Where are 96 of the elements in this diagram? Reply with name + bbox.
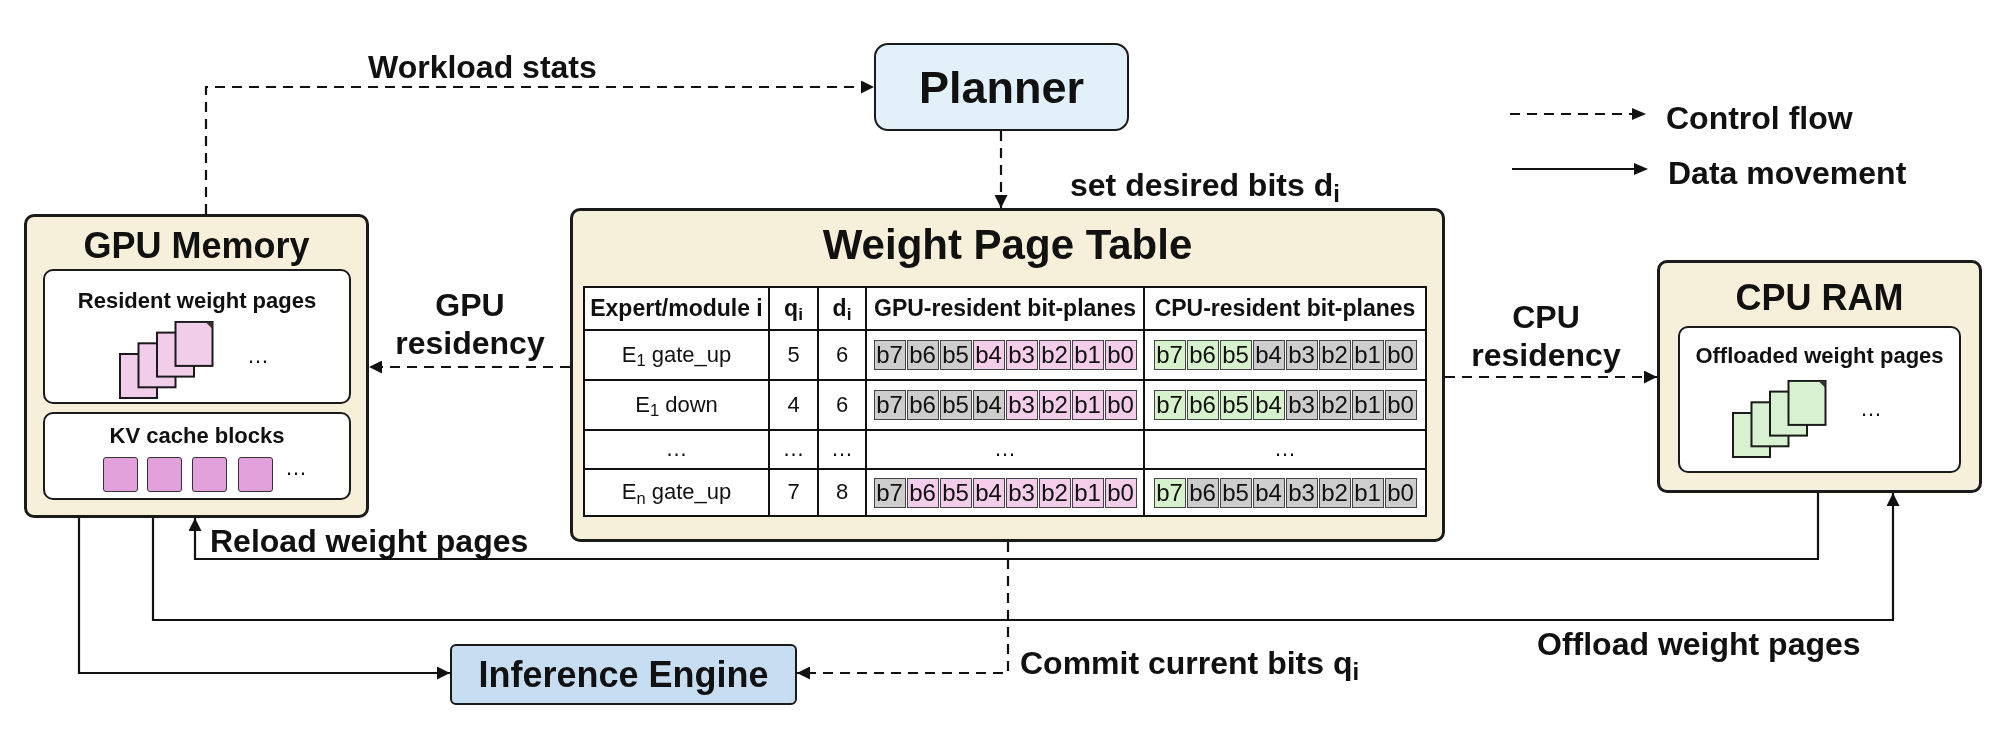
bit-plane-cell: b0 bbox=[1384, 390, 1417, 420]
dashed-arrow bbox=[369, 360, 570, 374]
bit-plane-cell: b0 bbox=[1104, 340, 1137, 370]
engine-box bbox=[450, 644, 797, 705]
bit-plane-cell: b3 bbox=[1285, 340, 1318, 370]
table-header-cell: q$_{i}$ bbox=[769, 287, 818, 330]
bit-plane-cell: b1 bbox=[1351, 340, 1384, 370]
bit-plane-cell: b4 bbox=[1252, 477, 1285, 508]
bit-plane-cell: b7 bbox=[873, 340, 906, 370]
bit-plane-cell: b2 bbox=[1318, 340, 1351, 370]
table-cell: E$_{n}$ gate_up bbox=[584, 469, 769, 516]
table-header-cell: d$_{i}$ bbox=[818, 287, 866, 330]
arrow bbox=[188, 493, 1820, 561]
node-title: Offloaded weight pages bbox=[1695, 343, 1944, 369]
bit-plane-cell: b6 bbox=[1186, 390, 1219, 420]
bit-plane-cell: b1 bbox=[1071, 477, 1104, 508]
arrow bbox=[77, 518, 450, 680]
bit-plane-cell: b6 bbox=[1186, 477, 1219, 508]
table-cell: … bbox=[866, 430, 1144, 469]
arrow bbox=[151, 493, 1900, 622]
dashed-arrow bbox=[204, 80, 874, 214]
ellipsis-text: … bbox=[1860, 398, 1882, 420]
node-title: Planner bbox=[918, 64, 1085, 110]
dashed-arrow bbox=[797, 542, 1010, 680]
table-header-cell: CPU-resident bit-planes bbox=[1144, 287, 1426, 330]
table-cell: 8 bbox=[818, 469, 866, 516]
table-cell: 7 bbox=[769, 469, 818, 516]
table-cell: 4 bbox=[769, 380, 818, 430]
bit-plane-cell: b2 bbox=[1038, 477, 1071, 508]
bit-plane-cell: b1 bbox=[1351, 390, 1384, 420]
bit-plane-cell: b3 bbox=[1005, 390, 1038, 420]
bit-plane-cell: b1 bbox=[1071, 340, 1104, 370]
bit-plane-cell: b2 bbox=[1038, 340, 1071, 370]
bit-plane-cell: b7 bbox=[1153, 477, 1186, 508]
bit-plane-cell: b6 bbox=[906, 477, 939, 508]
table-header-cell: GPU-resident bit-planes bbox=[866, 287, 1144, 330]
bit-plane-cell: b3 bbox=[1005, 477, 1038, 508]
bit-plane-cell: b7 bbox=[873, 477, 906, 508]
bit-plane-cell: b5 bbox=[939, 477, 972, 508]
memory-region-box bbox=[1678, 326, 1961, 473]
bit-plane-cell: b2 bbox=[1318, 390, 1351, 420]
table-panel bbox=[570, 208, 1445, 542]
bit-plane-cell: b4 bbox=[1252, 340, 1285, 370]
memory-region-box bbox=[43, 269, 351, 404]
table-cell: … bbox=[1144, 430, 1426, 469]
ellipsis-text: … bbox=[247, 345, 269, 367]
bit-plane-cell: b5 bbox=[1219, 340, 1252, 370]
bit-plane-cell: b4 bbox=[1252, 390, 1285, 420]
table-cell: E$_{1}$ gate_up bbox=[584, 330, 769, 380]
bit-plane-cell: b5 bbox=[1219, 477, 1252, 508]
bit-plane-cell: b1 bbox=[1351, 477, 1384, 508]
bit-plane-cell: b2 bbox=[1318, 477, 1351, 508]
table-cell: … bbox=[818, 430, 866, 469]
bit-plane-cell: b5 bbox=[939, 390, 972, 420]
bit-plane-cell: b2 bbox=[1038, 390, 1071, 420]
bit-plane-cell: b0 bbox=[1384, 340, 1417, 370]
dashed-arrow bbox=[1445, 370, 1657, 384]
ellipsis-text: … bbox=[285, 457, 307, 479]
node-title: KV cache blocks bbox=[109, 423, 285, 449]
table-header-cell: Expert/module i bbox=[584, 287, 769, 330]
bit-plane-cell: b7 bbox=[1153, 390, 1186, 420]
bit-plane-cell: b5 bbox=[1219, 390, 1252, 420]
bit-plane-cell: b0 bbox=[1104, 477, 1137, 508]
bit-plane-cell: b1 bbox=[1071, 390, 1104, 420]
legend-label: Control flow bbox=[1666, 100, 1853, 136]
bit-plane-cell: b7 bbox=[1153, 340, 1186, 370]
bit-plane-cell: b6 bbox=[1186, 340, 1219, 370]
bit-plane-cell: b3 bbox=[1285, 477, 1318, 508]
memory-panel bbox=[1657, 260, 1982, 493]
table-cell: 5 bbox=[769, 330, 818, 380]
memory-panel bbox=[24, 214, 369, 518]
bit-plane-cell: b5 bbox=[939, 340, 972, 370]
node-title: Inference Engine bbox=[478, 656, 769, 693]
bit-plane-cell: b6 bbox=[906, 390, 939, 420]
bit-plane-cell: b3 bbox=[1285, 390, 1318, 420]
table-cell: E$_{1}$ down bbox=[584, 380, 769, 430]
node-title: Resident weight pages bbox=[77, 288, 317, 314]
table-cell: … bbox=[769, 430, 818, 469]
bit-plane-cell: b4 bbox=[972, 390, 1005, 420]
bit-plane-cell: b7 bbox=[873, 390, 906, 420]
dashed-arrow bbox=[994, 131, 1008, 208]
bit-plane-cell: b0 bbox=[1104, 390, 1137, 420]
bit-plane-cell: b0 bbox=[1384, 477, 1417, 508]
planner-box bbox=[874, 43, 1129, 131]
legend-label: Data movement bbox=[1668, 155, 1907, 191]
memory-region-box bbox=[43, 412, 351, 500]
bit-plane-cell: b4 bbox=[972, 477, 1005, 508]
bit-plane-cell: b4 bbox=[972, 340, 1005, 370]
node-title: CPU RAM bbox=[1735, 277, 1904, 319]
table-cell: 6 bbox=[818, 380, 866, 430]
table-cell: 6 bbox=[818, 330, 866, 380]
node-title: GPU Memory bbox=[83, 225, 310, 267]
table-cell: … bbox=[584, 430, 769, 469]
node-title: Weight Page Table bbox=[822, 221, 1193, 270]
bit-plane-cell: b6 bbox=[906, 340, 939, 370]
bit-plane-cell: b3 bbox=[1005, 340, 1038, 370]
